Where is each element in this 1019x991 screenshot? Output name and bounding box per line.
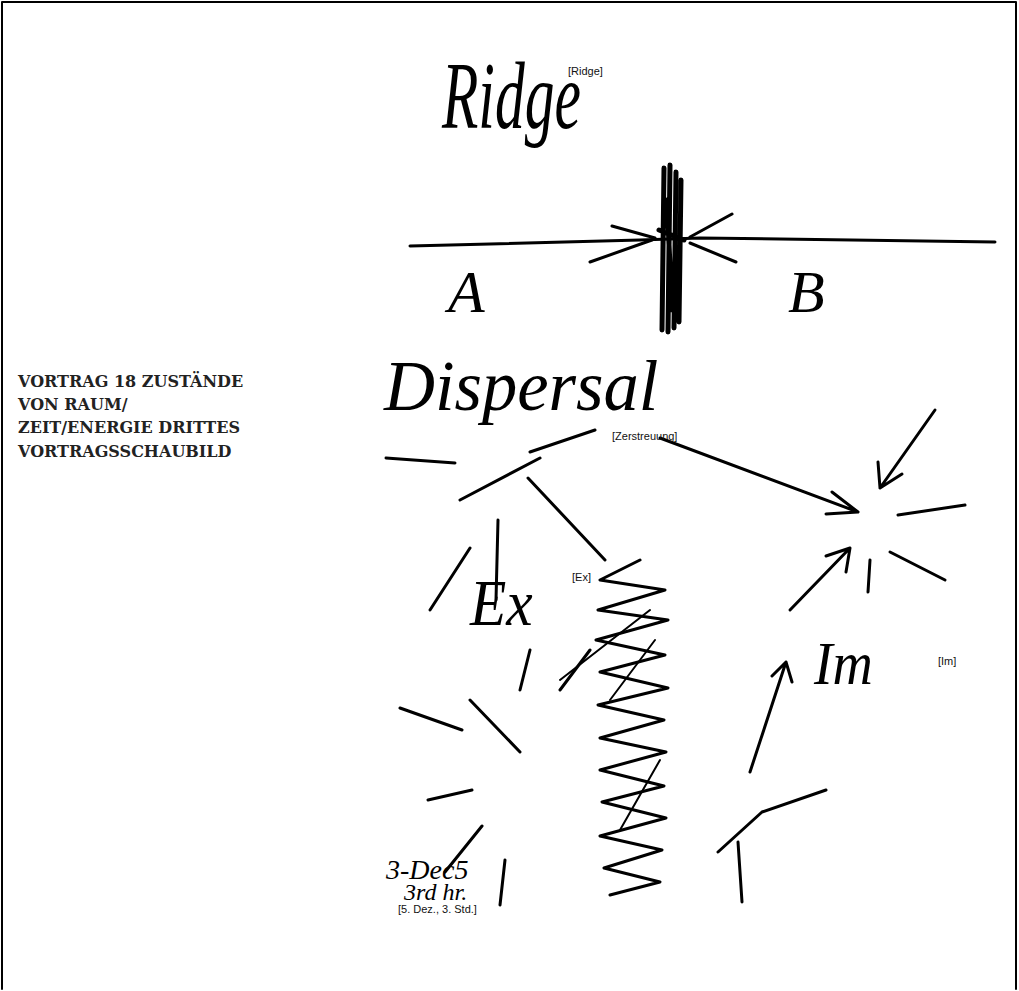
lecture-title: VORTRAG 18 ZUSTÄNDE VON RAUM/ ZEIT/ENERG…: [18, 370, 253, 463]
handwritten-word: Ex: [470, 570, 533, 636]
point-label: A: [448, 262, 485, 322]
translation-note: [Ex]: [572, 572, 591, 583]
handwritten-word: Dispersal: [384, 350, 658, 422]
translation-note: [Zerstreuung]: [612, 431, 677, 442]
handwritten-word: Im: [814, 632, 873, 694]
point-label: B: [788, 262, 825, 322]
translation-note: [Ridge]: [568, 66, 603, 77]
handwritten-date: 3rd hr.: [404, 880, 467, 904]
translation-note: [5. Dez., 3. Std.]: [398, 904, 477, 915]
translation-note: [Im]: [938, 656, 956, 667]
handwritten-word: Ridge: [442, 48, 581, 144]
